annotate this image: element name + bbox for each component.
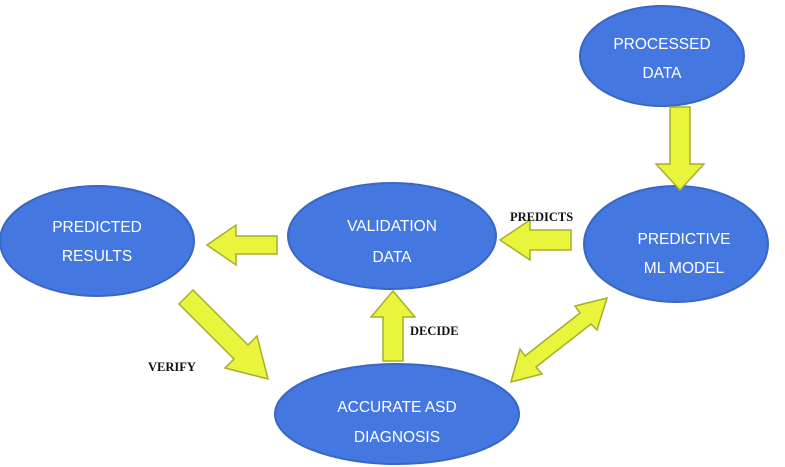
arrow-diagnosis-to-validation	[369, 289, 417, 362]
node-predicted-results-label-1: PREDICTED	[52, 219, 142, 236]
node-processed-data-label-1: PROCESSED	[613, 36, 710, 53]
node-accurate-asd-diagnosis: ACCURATE ASD DIAGNOSIS	[274, 363, 520, 465]
node-predictive-ml-model-label-1: PREDICTIVE	[637, 231, 730, 248]
node-predicted-results-label-2: RESULTS	[62, 248, 132, 265]
edge-label-decide: DECIDE	[410, 324, 459, 338]
node-validation-data-shape	[287, 182, 497, 290]
node-validation-data: VALIDATION DATA	[287, 182, 497, 290]
node-accurate-asd-diagnosis-shape	[274, 363, 520, 465]
node-accurate-asd-diagnosis-label-2: DIAGNOSIS	[354, 429, 440, 446]
edge-label-verify: VERIFY	[148, 360, 196, 374]
node-predictive-ml-model: PREDICTIVE ML MODEL	[583, 185, 769, 303]
arrow-model-to-validation	[498, 218, 572, 262]
node-predicted-results-shape	[0, 185, 195, 297]
node-validation-data-label-1: VALIDATION	[347, 218, 437, 235]
node-processed-data: PROCESSED DATA	[579, 5, 745, 107]
node-predicted-results: PREDICTED RESULTS	[0, 185, 195, 297]
edge-label-predicts: PREDICTS	[510, 210, 573, 224]
node-validation-data-label-2: DATA	[372, 249, 412, 266]
node-predictive-ml-model-label-2: ML MODEL	[644, 260, 725, 277]
arrow-results-to-diagnosis	[177, 288, 270, 381]
node-processed-data-label-2: DATA	[642, 65, 682, 82]
node-processed-data-shape	[579, 5, 745, 107]
arrow-processed-to-model	[654, 106, 706, 192]
arrow-validation-to-results	[205, 223, 278, 267]
arrow-diagnosis-model-bidirectional	[509, 296, 609, 384]
node-accurate-asd-diagnosis-label-1: ACCURATE ASD	[337, 399, 456, 416]
